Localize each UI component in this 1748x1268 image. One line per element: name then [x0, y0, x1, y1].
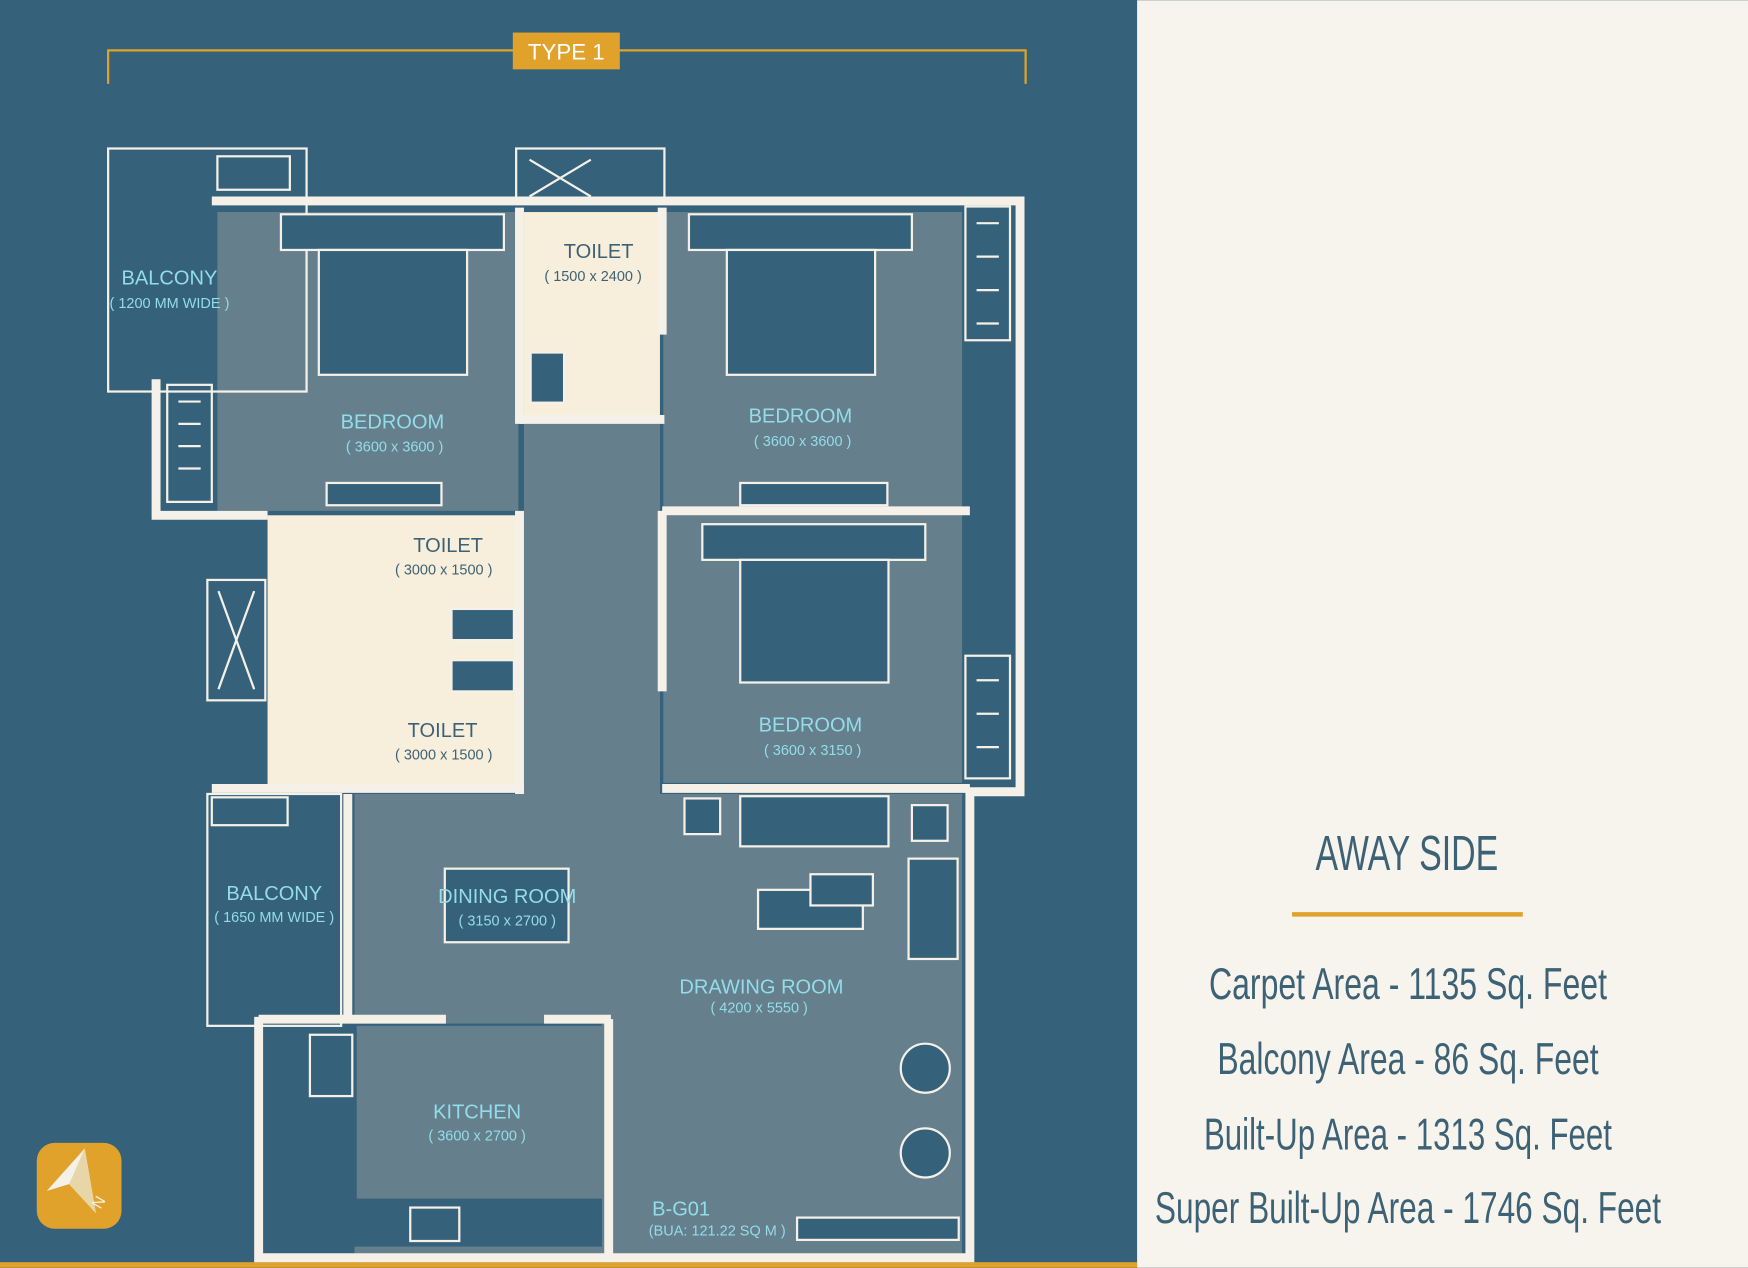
room-name: TOILET: [408, 720, 478, 742]
room-size: ( 1200 MM WIDE ): [109, 296, 229, 312]
info-panel: [1137, 0, 1748, 1268]
room-fills: [108, 148, 963, 1257]
room-size: ( 3600 x 3150 ): [764, 743, 861, 759]
wash-basin: [450, 607, 516, 642]
room-name: DRAWING ROOM: [679, 977, 843, 999]
furniture: [210, 155, 960, 1243]
super-built-up-area: Super Built-Up Area - 1746 Sq. Feet: [1155, 1184, 1662, 1233]
walls: [107, 147, 1025, 1263]
type-bracket: TYPE 1: [107, 32, 1027, 84]
room-name: BEDROOM: [749, 406, 853, 428]
summary-title: AWAY SIDE: [1315, 827, 1498, 881]
bed: [317, 248, 469, 376]
bed-headboard: [279, 213, 506, 252]
washing-machine: [216, 155, 291, 191]
wash-basin: [529, 351, 566, 404]
area-summary: AWAY SIDE Carpet Area - 1135 Sq. Feet Ba…: [1155, 827, 1662, 1233]
carpet-area: Carpet Area - 1135 Sq. Feet: [1209, 960, 1607, 1009]
bottom-accent-strip: [0, 1262, 1138, 1268]
side-table: [683, 797, 722, 836]
hob: [409, 1206, 461, 1243]
room-size: ( 3600 x 3600 ): [346, 440, 443, 456]
room-size: ( 3600 x 3600 ): [754, 434, 851, 450]
wardrobe: [739, 481, 889, 507]
side-table: [910, 804, 949, 842]
room-size: ( 3000 x 1500 ): [395, 562, 492, 578]
room-name: BEDROOM: [759, 715, 863, 737]
armchair: [899, 1127, 951, 1179]
washing-machine: [210, 796, 289, 827]
room-name: TOILET: [564, 241, 634, 263]
bed-headboard: [687, 213, 914, 252]
room-name: KITCHEN: [433, 1101, 521, 1123]
wash-basin: [450, 659, 516, 693]
room-size: ( 1500 x 2400 ): [544, 269, 641, 285]
title-underline: [1292, 912, 1523, 917]
room-labels: BALCONY ( 1200 MM WIDE ) BEDROOM ( 3600 …: [109, 241, 862, 1240]
armchair: [899, 1042, 951, 1094]
room-size: ( 4200 x 5550 ): [710, 1000, 807, 1016]
type-label: TYPE 1: [528, 39, 605, 64]
sofa: [739, 795, 890, 848]
room-size: ( 3150 x 2700 ): [459, 914, 556, 930]
wardrobe: [325, 481, 443, 507]
unit-bua: (BUA: 121.22 SQ M ): [649, 1223, 786, 1239]
kitchen-sink: [308, 1033, 354, 1098]
room-size: ( 1650 MM WIDE ): [214, 910, 334, 926]
room-size: ( 3600 x 2700 ): [428, 1129, 525, 1145]
room-size: ( 3000 x 1500 ): [395, 747, 492, 763]
north-arrow-icon: N: [36, 1142, 122, 1229]
cabinet: [795, 1216, 960, 1242]
unit-code: B-G01: [652, 1198, 710, 1220]
windows: [166, 205, 1012, 780]
room-name: BALCONY: [226, 883, 322, 905]
bed-headboard: [701, 523, 927, 561]
bed: [739, 558, 890, 684]
sofa: [907, 857, 959, 961]
room-name: TOILET: [413, 535, 483, 557]
balcony-area: Balcony Area - 86 Sq. Feet: [1217, 1035, 1599, 1084]
bed: [725, 248, 877, 376]
room-name: BEDROOM: [341, 411, 445, 433]
built-up-area: Built-Up Area - 1313 Sq. Feet: [1204, 1111, 1612, 1160]
room-name: DINING ROOM: [438, 886, 576, 908]
tv-unit: [809, 873, 874, 907]
dining-table: [443, 867, 570, 944]
room-name: BALCONY: [122, 268, 218, 290]
